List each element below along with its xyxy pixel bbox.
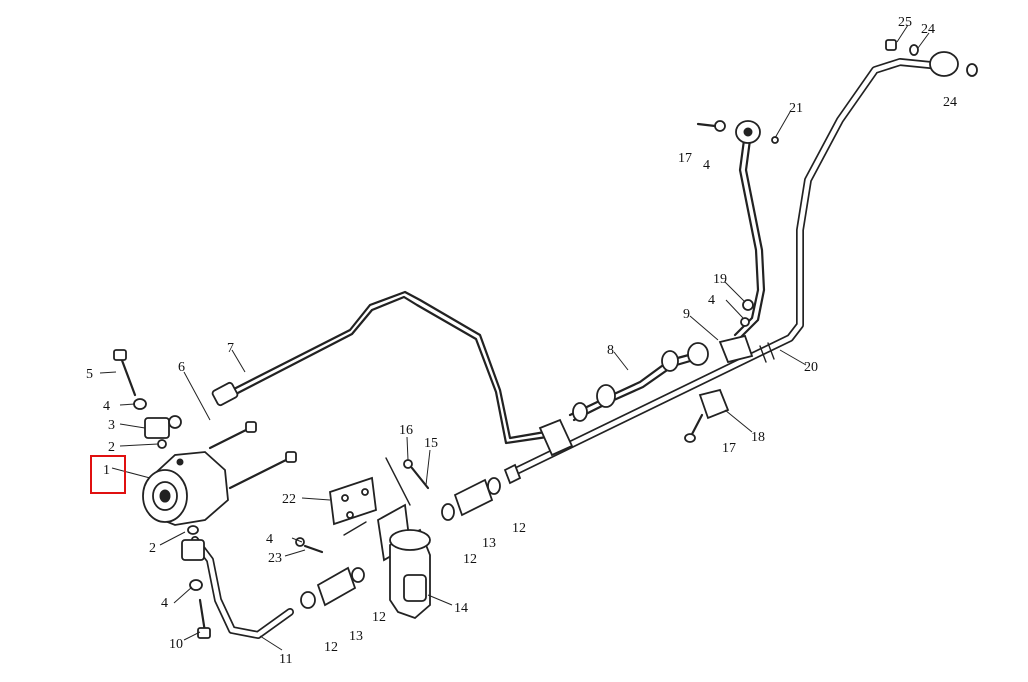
callout-18: 18	[751, 430, 765, 445]
callout-14: 14	[454, 601, 468, 616]
callout-16: 16	[399, 423, 413, 438]
banjo-fitting-top	[885, 39, 978, 77]
inlet-pipe-11	[181, 525, 294, 639]
bolt-17-lower	[684, 413, 704, 443]
callout-12: 12	[512, 521, 526, 536]
callout-15: 15	[424, 436, 438, 451]
callout-7: 7	[227, 341, 234, 356]
highlight-box	[90, 455, 126, 494]
callout-12: 12	[372, 610, 386, 625]
fuel-pipe-9	[733, 120, 766, 339]
filter-bracket-22	[329, 476, 411, 562]
callout-13: 13	[482, 536, 496, 551]
callout-4: 4	[103, 399, 110, 414]
clamp-18	[538, 334, 754, 457]
callout-8: 8	[607, 343, 614, 358]
callout-3: 3	[108, 418, 115, 433]
fuel-pipe-8	[568, 342, 709, 422]
callout-13: 13	[349, 629, 363, 644]
leader-lines	[99, 24, 930, 651]
callout-12: 12	[463, 552, 477, 567]
callout-11: 11	[279, 652, 292, 667]
callout-22: 22	[282, 492, 296, 507]
callout-5: 5	[86, 367, 93, 382]
callout-2: 2	[149, 541, 156, 556]
callout-24: 24	[943, 95, 957, 110]
callout-17: 17	[722, 441, 736, 456]
callout-6: 6	[178, 360, 185, 375]
banjo-3	[113, 349, 182, 449]
callout-19: 19	[713, 272, 727, 287]
fuel-pump-1	[142, 451, 229, 526]
callout-4: 4	[708, 293, 715, 308]
callout-24: 24	[921, 22, 935, 37]
long-bolts-6	[208, 421, 297, 490]
callout-2: 2	[108, 440, 115, 455]
fuel-filter-14	[389, 528, 431, 620]
callout-labels: 1 2 2 3 4 4 4 4 4 5 6 7 8 9 10 11 12 12 …	[86, 15, 957, 667]
callout-1: 1	[103, 463, 110, 478]
return-pipe-20	[506, 58, 944, 478]
hoses-13-clamps-12	[300, 463, 522, 609]
callout-12: 12	[324, 640, 338, 655]
callout-17: 17	[678, 151, 692, 166]
callout-10: 10	[169, 637, 183, 652]
callout-9: 9	[683, 307, 690, 322]
fuel-pipe-7	[211, 290, 549, 445]
callout-4: 4	[161, 596, 168, 611]
small-fasteners	[295, 120, 779, 554]
callout-25: 25	[898, 15, 912, 30]
callout-4: 4	[703, 158, 710, 173]
callout-20: 20	[804, 360, 818, 375]
callout-4: 4	[266, 532, 273, 547]
callout-21: 21	[789, 101, 803, 116]
callout-23: 23	[268, 551, 282, 566]
